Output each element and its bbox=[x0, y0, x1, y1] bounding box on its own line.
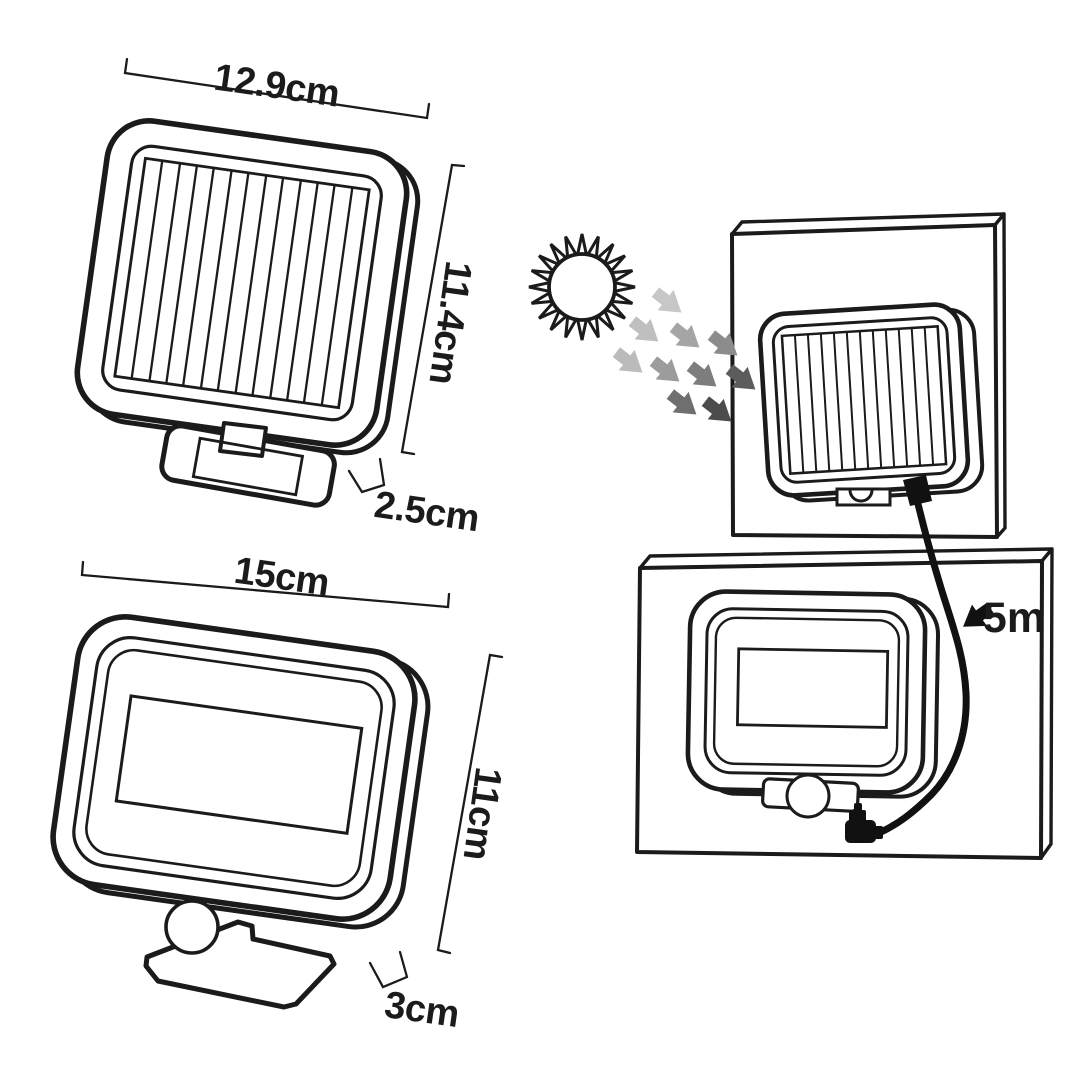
panel-height-label: 11.4cm bbox=[420, 258, 479, 386]
floodlight-depth-bracket bbox=[368, 950, 409, 989]
floodlight-led-panel bbox=[114, 694, 364, 836]
floodlight-width-label: 15cm bbox=[232, 550, 332, 605]
wall-floodlight-motion-sensor bbox=[785, 773, 831, 819]
panel-width-label: 12.9cm bbox=[211, 57, 342, 116]
panel-width-dimension-line bbox=[123, 57, 431, 120]
sun-arrow-icon bbox=[665, 316, 708, 358]
wall-panel-bracket-notch bbox=[848, 489, 874, 503]
floodlight-inner-frame-2 bbox=[85, 648, 383, 888]
dc-plug-icon bbox=[845, 803, 883, 843]
wall-panel-inner-frame bbox=[771, 316, 957, 484]
sun-disc bbox=[547, 252, 617, 322]
floodlight-body bbox=[50, 614, 418, 922]
panel-depth-bracket bbox=[347, 457, 386, 494]
cable-length-annotation: 5m bbox=[955, 594, 1045, 642]
wall-floodlight-led-panel bbox=[735, 647, 890, 729]
panel-stand bbox=[159, 421, 337, 508]
floodlight-width-dimension-line bbox=[80, 560, 451, 609]
stand-neck bbox=[218, 421, 268, 458]
solar-panel-body-group bbox=[74, 118, 421, 456]
wall-mounted-floodlight bbox=[685, 589, 941, 819]
sun-arrow-icon bbox=[608, 341, 651, 383]
panel-height-dimension-line bbox=[400, 163, 466, 456]
panel-depth-label: 2.5cm bbox=[372, 484, 482, 540]
panel-cell-stripes bbox=[130, 160, 354, 406]
floodlight-body-group bbox=[50, 614, 431, 930]
floodlight-inner-frame bbox=[72, 636, 396, 900]
cable-length-label: 5m bbox=[983, 594, 1045, 642]
panel-inner-frame bbox=[101, 144, 383, 422]
stand-base-inset bbox=[191, 436, 305, 497]
wall-mounted-solar-panel bbox=[757, 302, 985, 507]
sun-arrow-icon bbox=[645, 350, 688, 392]
sun-arrow-icon bbox=[662, 383, 705, 425]
floodlight-motion-sensor bbox=[164, 899, 220, 955]
wall-panel-cell-stripes bbox=[793, 327, 935, 473]
sun-icon bbox=[528, 233, 636, 341]
floodlight-height-label: 11cm bbox=[455, 765, 510, 863]
cable-stub bbox=[903, 475, 932, 506]
cable-line bbox=[877, 492, 970, 836]
floodlight-figure bbox=[50, 614, 431, 1010]
sun-arrow-icon bbox=[647, 281, 690, 323]
solar-panel-figure bbox=[74, 118, 421, 508]
floodlight-height-dimension-line bbox=[436, 653, 504, 955]
sun-arrow-icon bbox=[624, 310, 667, 352]
panel-body bbox=[74, 118, 410, 448]
panel-cell-area bbox=[113, 156, 371, 410]
wall-panel-bracket bbox=[835, 487, 892, 507]
power-cable bbox=[845, 492, 970, 843]
wall-floodlight-inner-frame-2 bbox=[712, 616, 901, 768]
floodlight-depth-label: 3cm bbox=[382, 984, 462, 1036]
sun-arrow-icon bbox=[682, 355, 725, 397]
